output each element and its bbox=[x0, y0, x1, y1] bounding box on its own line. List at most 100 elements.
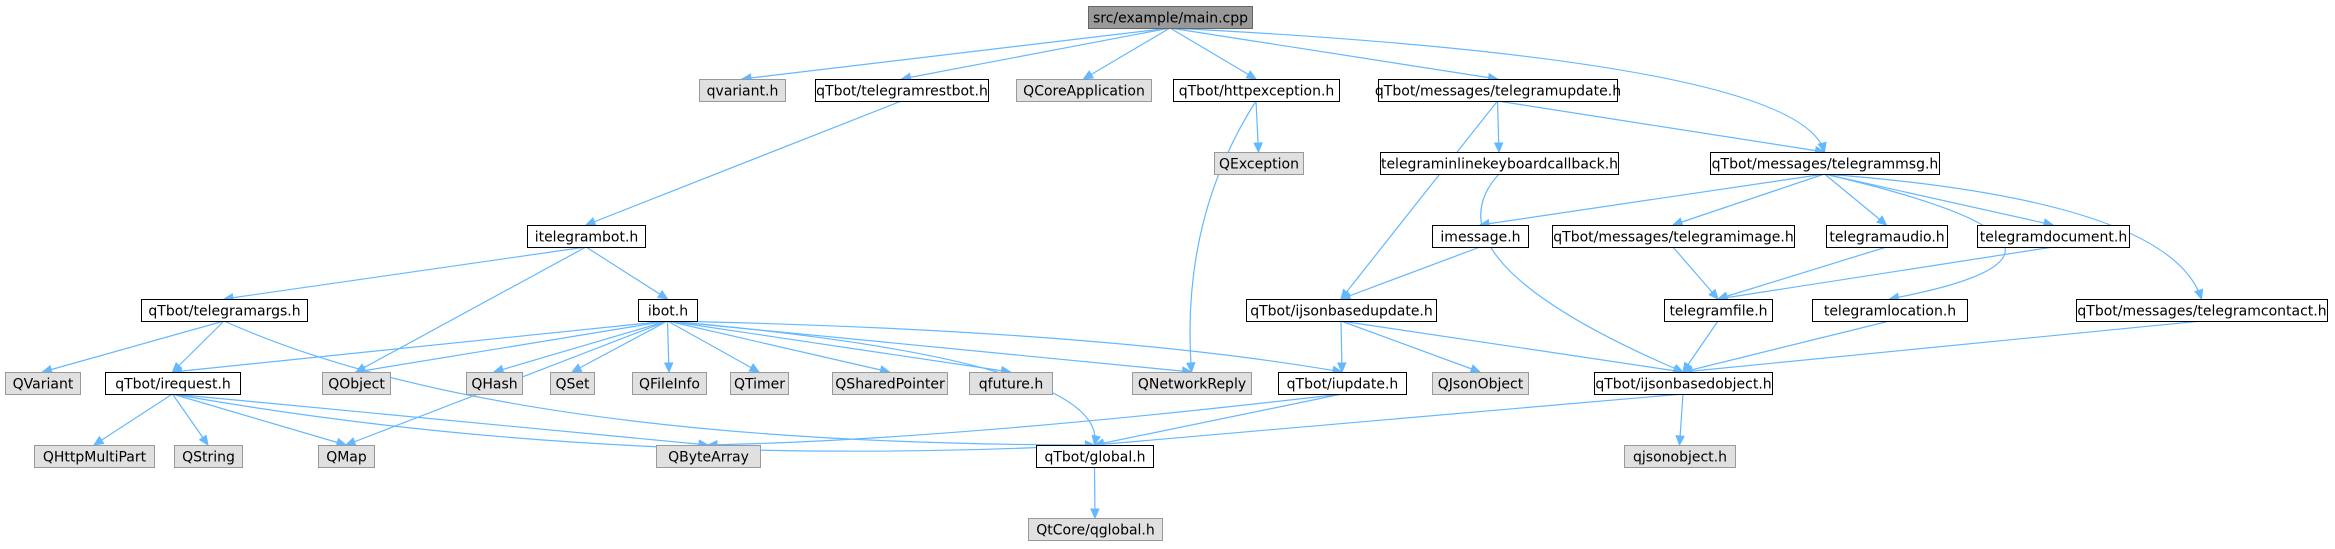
node-box bbox=[638, 299, 698, 322]
edge-line bbox=[223, 320, 1095, 446]
node-QJsonObject: QJsonObject bbox=[1432, 372, 1529, 395]
edge-ijsonbasedupdate-to-QJsonObject bbox=[1340, 320, 1482, 374]
node-box bbox=[527, 225, 646, 248]
edge-line bbox=[172, 393, 709, 446]
arrowhead bbox=[1245, 70, 1258, 80]
edge-telegramupdate-to-inlinekb bbox=[1493, 100, 1504, 154]
node-label: qvariant.h bbox=[707, 84, 779, 100]
node-telegramrestbot[interactable]: qTbot/telegramrestbot.h bbox=[815, 79, 989, 102]
node-label: telegramaudio.h bbox=[1829, 230, 1944, 246]
edge-line bbox=[1717, 246, 1887, 300]
edge-httpexception-to-QNetworkReply bbox=[1185, 100, 1257, 374]
node-box bbox=[815, 79, 989, 102]
node-label: qTbot/httpexception.h bbox=[1179, 84, 1335, 100]
node-telegramlocation[interactable]: telegramlocation.h bbox=[1812, 299, 1968, 322]
node-ibot[interactable]: ibot.h bbox=[638, 299, 698, 322]
arrowhead bbox=[1185, 362, 1196, 374]
node-telegramfile[interactable]: telegramfile.h bbox=[1664, 299, 1773, 322]
node-label: telegramlocation.h bbox=[1824, 304, 1956, 320]
arrowhead bbox=[198, 434, 209, 447]
node-box bbox=[1432, 372, 1529, 395]
edge-line bbox=[1169, 27, 1826, 153]
node-telegramdocument[interactable]: telegramdocument.h bbox=[1977, 225, 2130, 248]
edge-line bbox=[667, 320, 890, 373]
arrowhead bbox=[1671, 217, 1684, 227]
node-inlinekb[interactable]: telegraminlinekeyboardcallback.h bbox=[1380, 152, 1619, 175]
node-box bbox=[1028, 518, 1163, 541]
edge-line bbox=[172, 393, 347, 446]
edge-telegramrestbot-to-itelegrambot bbox=[584, 100, 902, 226]
node-label: qTbot/messages/telegramcontact.h bbox=[2077, 304, 2326, 320]
edge-line bbox=[1480, 173, 1684, 373]
node-imessage[interactable]: imessage.h bbox=[1432, 225, 1529, 248]
node-box bbox=[318, 445, 375, 468]
edge-line bbox=[1083, 27, 1171, 80]
edge-ijsonbasedobject-to-global bbox=[1093, 393, 1684, 449]
edge-telegrammsg-to-imessage bbox=[1478, 173, 1825, 229]
node-telegrammsg[interactable]: qTbot/messages/telegrammsg.h bbox=[1710, 152, 1940, 175]
node-label: QSharedPointer bbox=[835, 377, 945, 393]
node-box bbox=[1664, 299, 1773, 322]
node-label: qTbot/ijsonbasedobject.h bbox=[1595, 377, 1771, 393]
node-qglobal: QtCore/qglobal.h bbox=[1028, 518, 1163, 541]
node-QString: QString bbox=[174, 445, 243, 468]
node-box bbox=[1812, 299, 1968, 322]
node-label: QHash bbox=[471, 377, 517, 393]
node-global[interactable]: qTbot/global.h bbox=[1036, 445, 1154, 468]
node-telegramcontact[interactable]: qTbot/messages/telegramcontact.h bbox=[2076, 299, 2328, 322]
edge-line bbox=[1682, 320, 1719, 373]
node-box bbox=[1016, 79, 1152, 102]
node-box bbox=[730, 372, 789, 395]
node-ijsonbasedupdate[interactable]: qTbot/ijsonbasedupdate.h bbox=[1246, 299, 1437, 322]
node-label: qTbot/global.h bbox=[1044, 450, 1145, 466]
node-label: src/example/main.cpp bbox=[1093, 11, 1248, 27]
node-QTimer: QTimer bbox=[730, 372, 789, 395]
edge-line bbox=[667, 320, 1343, 373]
edge-ibot-to-irequest bbox=[171, 320, 668, 376]
edge-line bbox=[1682, 320, 1890, 373]
edge-telegramlocation-to-ijsonbasedobject bbox=[1681, 320, 1890, 375]
edge-line bbox=[901, 27, 1171, 80]
edge-irequest-to-QString bbox=[172, 393, 209, 447]
edge-ibot-to-QSharedPointer bbox=[667, 320, 891, 375]
node-label: QString bbox=[182, 450, 235, 466]
node-box bbox=[1132, 372, 1252, 395]
edge-line bbox=[1094, 393, 1343, 446]
node-telegramupdate[interactable]: qTbot/messages/telegramupdate.h bbox=[1375, 79, 1621, 102]
node-irequest[interactable]: qTbot/irequest.h bbox=[105, 372, 241, 395]
node-box bbox=[34, 445, 155, 468]
node-qcoreapp: QCoreApplication bbox=[1016, 79, 1152, 102]
node-itelegrambot[interactable]: itelegrambot.h bbox=[527, 225, 646, 248]
node-label: qTbot/telegramrestbot.h bbox=[816, 84, 988, 100]
edge-itelegrambot-to-telegramargs bbox=[222, 246, 587, 303]
arrowhead bbox=[1091, 434, 1101, 447]
node-telegramimage[interactable]: qTbot/messages/telegramimage.h bbox=[1552, 225, 1795, 248]
node-box bbox=[1710, 152, 1940, 175]
edge-main-to-httpexception bbox=[1169, 27, 1258, 80]
node-telegramargs[interactable]: qTbot/telegramargs.h bbox=[141, 299, 308, 322]
node-label: QCoreApplication bbox=[1023, 84, 1145, 100]
node-box bbox=[141, 299, 308, 322]
edge-telegramimage-to-telegramfile bbox=[1672, 246, 1719, 300]
node-telegramaudio[interactable]: telegramaudio.h bbox=[1826, 225, 1948, 248]
node-label: qTbot/messages/telegramupdate.h bbox=[1375, 84, 1621, 100]
arrowhead bbox=[1493, 142, 1504, 154]
edge-line bbox=[741, 27, 1171, 80]
node-iupdate[interactable]: qTbot/iupdate.h bbox=[1278, 372, 1407, 395]
node-label: QFileInfo bbox=[639, 377, 700, 393]
node-qfuture: qfuture.h bbox=[969, 372, 1053, 395]
node-label: QByteArray bbox=[668, 450, 749, 466]
edge-line bbox=[1824, 173, 2054, 226]
node-ijsonbasedobject[interactable]: qTbot/ijsonbasedobject.h bbox=[1594, 372, 1773, 395]
node-label: QtCore/qglobal.h bbox=[1036, 523, 1155, 539]
edge-telegrammsg-to-telegramdocument bbox=[1824, 173, 2055, 228]
node-httpexception[interactable]: qTbot/httpexception.h bbox=[1173, 79, 1340, 102]
arrowhead bbox=[92, 435, 105, 446]
node-QObject: QObject bbox=[322, 372, 391, 395]
node-box bbox=[550, 372, 595, 395]
edge-line bbox=[1672, 173, 1825, 226]
node-label: QObject bbox=[328, 377, 385, 393]
node-QByteArray: QByteArray bbox=[656, 445, 761, 468]
node-box bbox=[105, 372, 241, 395]
